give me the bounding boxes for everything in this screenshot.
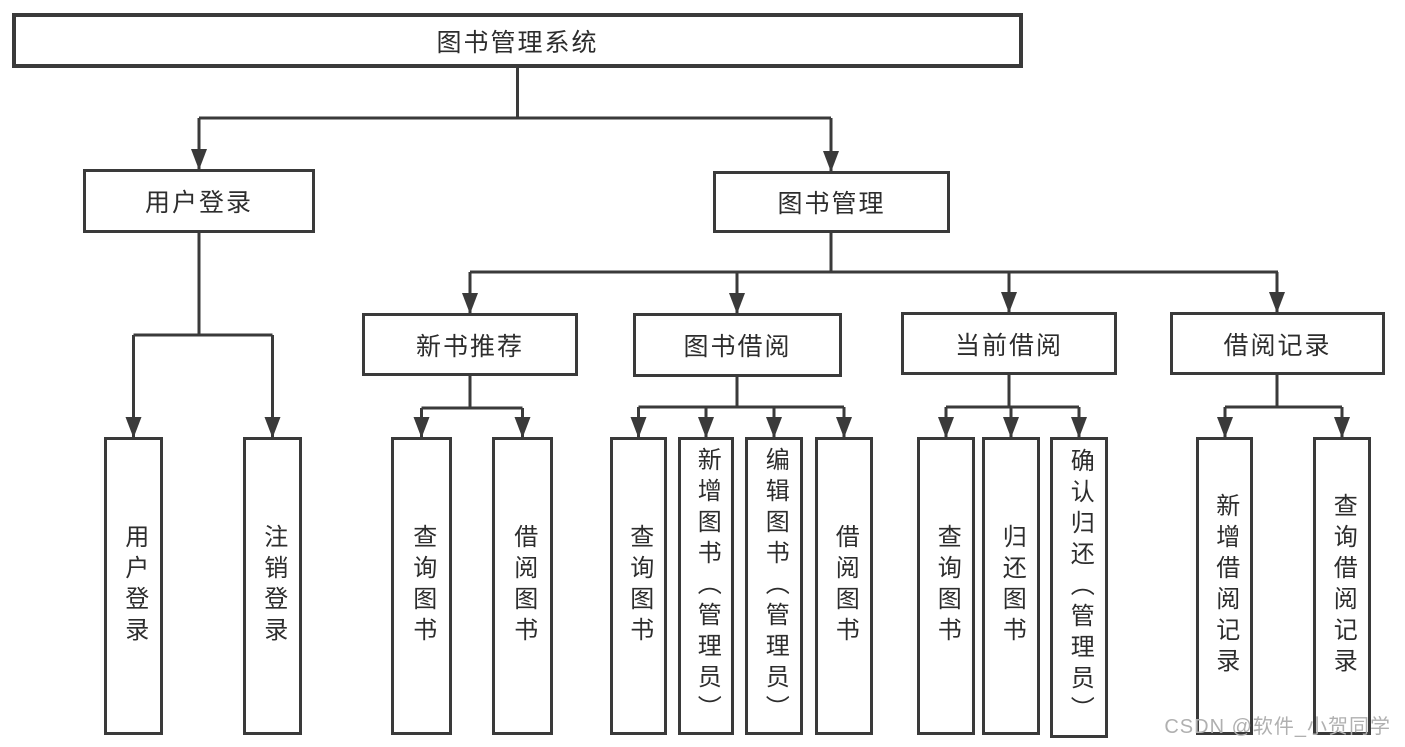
connector-arrows (125, 118, 1350, 438)
node-label: 新增图书（管理员） (693, 446, 721, 726)
node-label: 归还图书 (998, 524, 1026, 648)
node-book-management: 图书管理 (713, 171, 950, 233)
node-label: 借阅图书 (509, 524, 537, 648)
leaf-borrow-book: 借阅图书 (815, 437, 873, 735)
node-label: 注销登录 (259, 524, 287, 648)
node-borrowing-records: 借阅记录 (1170, 312, 1385, 375)
leaf-return-book: 归还图书 (982, 437, 1040, 735)
leaf-query-borrow-record: 查询借阅记录 (1313, 437, 1371, 735)
node-user-login: 用户登录 (83, 169, 315, 233)
leaf-borrow-book-recommend: 借阅图书 (492, 437, 553, 735)
node-label: 图书借阅 (683, 333, 792, 361)
leaf-logout: 注销登录 (243, 437, 302, 735)
node-new-book-recommend: 新书推荐 (362, 313, 578, 376)
node-label: 确认归还（管理员） (1066, 448, 1094, 727)
node-current-borrowing: 当前借阅 (901, 312, 1117, 375)
leaf-confirm-return-admin: 确认归还（管理员） (1050, 437, 1108, 738)
leaf-add-borrow-record: 新增借阅记录 (1196, 437, 1253, 735)
node-label: 用户登录 (144, 189, 253, 217)
node-label: 图书管理 (777, 190, 886, 218)
leaf-edit-book-admin: 编辑图书（管理员） (745, 437, 803, 735)
node-label: 查询借阅记录 (1329, 493, 1357, 679)
node-label: 借阅记录 (1223, 331, 1332, 360)
node-label: 查询图书 (625, 524, 653, 648)
node-label: 编辑图书（管理员） (761, 446, 789, 726)
leaf-user-login: 用户登录 (104, 437, 163, 735)
node-label: 新书推荐 (415, 332, 524, 361)
node-book-borrowing: 图书借阅 (633, 313, 842, 377)
node-label: 图书管理系统 (436, 28, 599, 57)
node-label: 当前借阅 (954, 331, 1063, 360)
leaf-add-book-admin: 新增图书（管理员） (678, 437, 734, 735)
node-root-system: 图书管理系统 (12, 13, 1023, 68)
csdn-watermark: CSDN @软件_小贺同学 (1164, 716, 1391, 738)
node-label: 用户登录 (120, 524, 148, 648)
leaf-query-book-current: 查询图书 (917, 437, 975, 735)
node-label: 新增借阅记录 (1211, 493, 1239, 679)
leaf-query-book-borrow: 查询图书 (610, 437, 667, 735)
node-label: 查询图书 (408, 524, 436, 648)
leaf-query-book-recommend: 查询图书 (391, 437, 452, 735)
node-label: 借阅图书 (831, 524, 859, 648)
node-label: 查询图书 (933, 524, 961, 648)
